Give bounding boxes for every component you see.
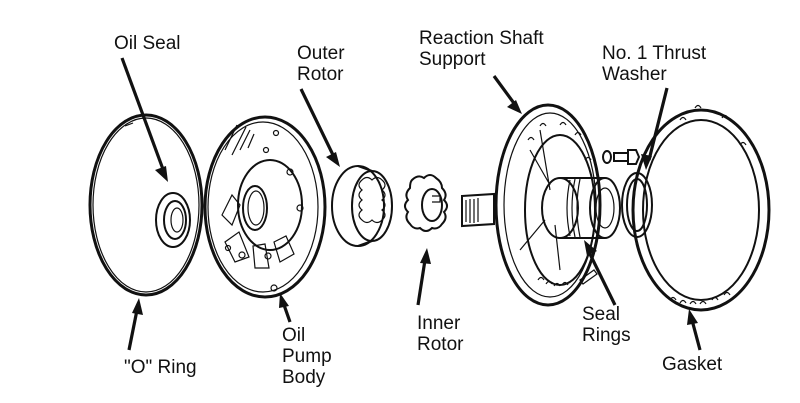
gasket-part <box>631 104 771 312</box>
label-oil-pump-body: Oil Pump Body <box>282 325 332 388</box>
label-outer-rotor: Outer Rotor <box>297 43 345 85</box>
label-reaction-shaft-support: Reaction Shaft Support <box>419 28 544 70</box>
label-inner-rotor: Inner Rotor <box>417 313 464 355</box>
arrow-o-ring <box>127 309 139 351</box>
outer-rotor-part <box>331 165 393 247</box>
arrow-thrust-washer <box>647 87 669 161</box>
label-thrust-washer: No. 1 Thrust Washer <box>602 43 707 85</box>
label-seal-rings: Seal Rings <box>582 304 631 346</box>
arrow-inner-rotor <box>416 259 427 306</box>
reaction-shaft-support-part <box>461 103 621 307</box>
arrow-gasket <box>690 319 702 351</box>
oil-seal-part <box>155 192 191 248</box>
inner-rotor-part <box>404 174 448 232</box>
callout-arrows <box>120 57 702 351</box>
arrow-seal-rings <box>586 249 617 306</box>
label-o-ring: "O" Ring <box>124 357 197 378</box>
label-oil-seal: Oil Seal <box>114 33 181 54</box>
arrow-outer-rotor <box>299 88 336 158</box>
thrust-washer-part <box>621 172 653 238</box>
bolt-part <box>602 149 641 165</box>
arrow-reaction-shaft <box>492 75 518 107</box>
label-gasket: Gasket <box>662 354 723 375</box>
oil-pump-body-part <box>203 115 327 299</box>
o-ring-part <box>88 113 204 297</box>
arrow-oil-seal <box>120 57 166 173</box>
